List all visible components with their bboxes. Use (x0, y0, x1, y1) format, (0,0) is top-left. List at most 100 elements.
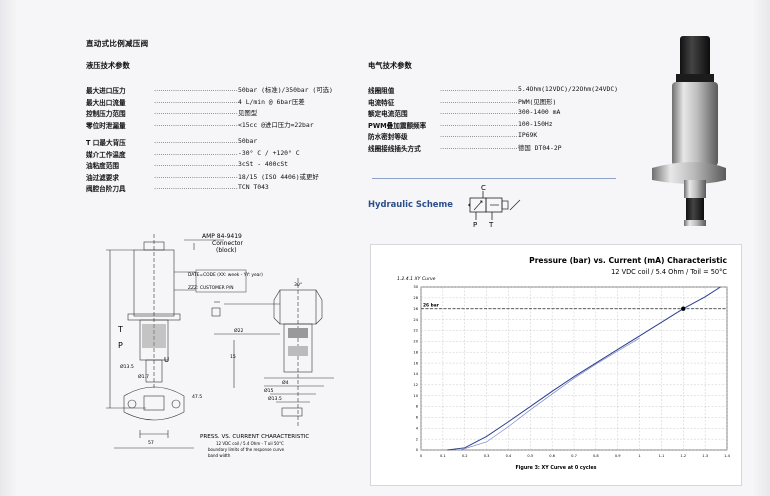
electrical-param-label: 线圈阻值 (368, 87, 395, 95)
electrical-param-leader: ........................................… (440, 142, 518, 151)
y-tick-label: 26 (413, 307, 418, 311)
connector-label: Connector (212, 240, 243, 247)
dim-label-6: Ø4 (282, 379, 289, 386)
y-tick-label: 10 (413, 394, 418, 398)
dim-label-7: Ø15 (264, 387, 274, 394)
hydraulic-param-value: 3cSt - 400cSt (238, 160, 289, 168)
y-tick-label: 14 (413, 372, 418, 376)
y-tick-label: 12 (413, 383, 418, 387)
x-tick-label: 1.2 (680, 454, 686, 458)
hydraulic-param-value: 18/15 (ISO 4406)或更好 (238, 172, 319, 181)
hydraulic-symbol: C P T (468, 184, 521, 228)
y-tick-label: 0 (416, 448, 419, 452)
electrical-param-label: PWM叠加震颤频率 (368, 121, 427, 130)
hydraulic-param-leader: ........................................… (154, 119, 238, 128)
y-tick-label: 24 (413, 318, 418, 322)
drawing-port-u: U (164, 356, 169, 364)
electrical-param-value: 5.4Ohm(12VDC)/22Ohm(24VDC) (518, 85, 619, 93)
dim-label-9: Ø13.5 (268, 395, 282, 402)
hydraulic-param-leader: ........................................… (154, 160, 238, 168)
dim-label-8: 47.5 (192, 394, 202, 400)
hydraulic-param-value: 50bar (标准)/350bar (可选) (238, 86, 333, 94)
electrical-heading: 电气技术参数 (368, 61, 412, 70)
technical-drawing: AMP 84-9419 Connector (block) DATE=CODE … (106, 233, 334, 458)
hydraulic-param-leader: ........................................… (154, 108, 238, 116)
divider-line (372, 178, 616, 179)
hydraulic-row: 油过滤要求...................................… (86, 172, 319, 182)
y-tick-label: 6 (416, 416, 419, 420)
symbol-port-t: T (488, 221, 494, 228)
hydraulic-param-value: 50bar (238, 137, 258, 145)
electrical-param-value: IP69K (518, 131, 538, 139)
x-tick-label: 1.1 (659, 454, 665, 458)
hydraulic-param-leader: ........................................… (154, 183, 238, 191)
electrical-row: 线圈接线插头方式................................… (368, 143, 562, 153)
hydraulic-scheme-title: Hydraulic Scheme (368, 199, 453, 209)
y-tick-label: 20 (413, 340, 418, 344)
hydraulic-param-leader: ........................................… (154, 137, 238, 145)
dim-label-10: 57 (148, 440, 154, 446)
hydraulic-param-leader: ........................................… (154, 96, 238, 105)
hydraulic-param-value: -30° C / +120° C (238, 148, 300, 157)
graph-caption-line3: band width (208, 453, 231, 458)
electrical-param-value: 300-1400 mA (518, 108, 561, 116)
electrical-param-label: 电流特征 (368, 98, 395, 107)
electrical-param-value: 100-150Hz (518, 119, 553, 128)
x-tick-label: 0.6 (549, 454, 555, 458)
hydraulic-param-label: 媒介工作温度 (86, 150, 126, 159)
dim-label-1: Ø13.5 (120, 363, 134, 370)
hydraulic-row: 油粘度范围...................................… (86, 160, 288, 170)
electrical-param-label: 线圈接线插头方式 (368, 144, 421, 153)
hydraulic-param-value: TCN T043 (238, 183, 269, 191)
marker-point (681, 306, 686, 311)
hydraulic-param-leader: ........................................… (154, 171, 238, 180)
electrical-param-leader: ........................................… (440, 108, 518, 116)
page-edge-left (0, 0, 18, 496)
hydraulic-param-label: 油过滤要求 (86, 173, 119, 182)
doc-title: 直动式比例减压阀 (86, 39, 149, 48)
drawing-port-t: T (117, 325, 123, 334)
hydraulic-row: 媒介工作温度..................................… (86, 149, 300, 159)
graph-caption-line1: 12 VDC coil / 5.4 Ohm - T oil 50°C (216, 441, 284, 446)
electrical-param-leader: ........................................… (440, 131, 518, 139)
dim-label-5: 15 (230, 354, 236, 360)
electrical-param-leader: ........................................… (440, 85, 518, 93)
page-edge-right (752, 0, 770, 496)
hydraulic-param-label: 最大出口流量 (86, 98, 126, 107)
x-tick-label: 0 (420, 454, 423, 458)
hydraulic-param-label: T 口最大背压 (86, 139, 126, 147)
electrical-param-label: 额定电流范围 (368, 110, 408, 118)
dim-label-3: Ø22 (234, 327, 244, 334)
electrical-row: PWM叠加震颤频率...............................… (368, 120, 553, 130)
hydraulic-param-label: 油粘度范围 (86, 162, 119, 170)
x-tick-label: 0.4 (506, 454, 512, 458)
symbol-port-p: P (473, 221, 477, 228)
electrical-param-leader: ........................................… (440, 119, 518, 128)
x-tick-label: 0.2 (462, 454, 468, 458)
x-tick-label: 1 (638, 454, 640, 458)
hydraulic-param-label: 控制压力范围 (86, 110, 126, 118)
pressure-current-chart-panel: Pressure (bar) vs. Current (mA) Characte… (370, 244, 742, 486)
hydraulic-row: 最大出口流量..................................… (86, 97, 305, 107)
hydraulic-row: 最大进口压力..................................… (86, 85, 333, 95)
x-tick-label: 0.5 (527, 454, 533, 458)
chart-caption: Figure 3: XY Curve at 0 cycles (516, 465, 597, 471)
chart-title: Pressure (bar) vs. Current (mA) Characte… (529, 256, 727, 265)
electrical-param-label: 防水密封等级 (368, 133, 408, 141)
hydraulic-param-value: 4 L/min @ 6bar压差 (238, 97, 305, 106)
electrical-row: 防水密封等级..................................… (368, 131, 537, 141)
hydraulic-param-label: 阀腔台阶刀具 (86, 185, 126, 193)
hydraulic-row: 阀腔台阶刀具..................................… (86, 183, 269, 193)
dim-label-2: Ø1.7 (138, 373, 149, 380)
x-tick-label: 0.9 (615, 454, 621, 458)
y-tick-label: 8 (416, 405, 419, 409)
valve-photo (652, 36, 726, 226)
y-tick-label: 2 (416, 437, 418, 441)
hydraulic-param-value: 见图型 (238, 109, 258, 117)
graph-caption: PRESS. VS. CURRENT CHARACTERISTIC (200, 434, 309, 440)
hydraulic-row: 控制压力范围..................................… (86, 108, 257, 118)
electrical-row: 额定电流范围..................................… (368, 108, 560, 118)
chart-inner-label: 1.2.4.1 XY Curve (397, 276, 436, 282)
graph-caption-line2: boundary limits of the response curve (208, 447, 285, 452)
